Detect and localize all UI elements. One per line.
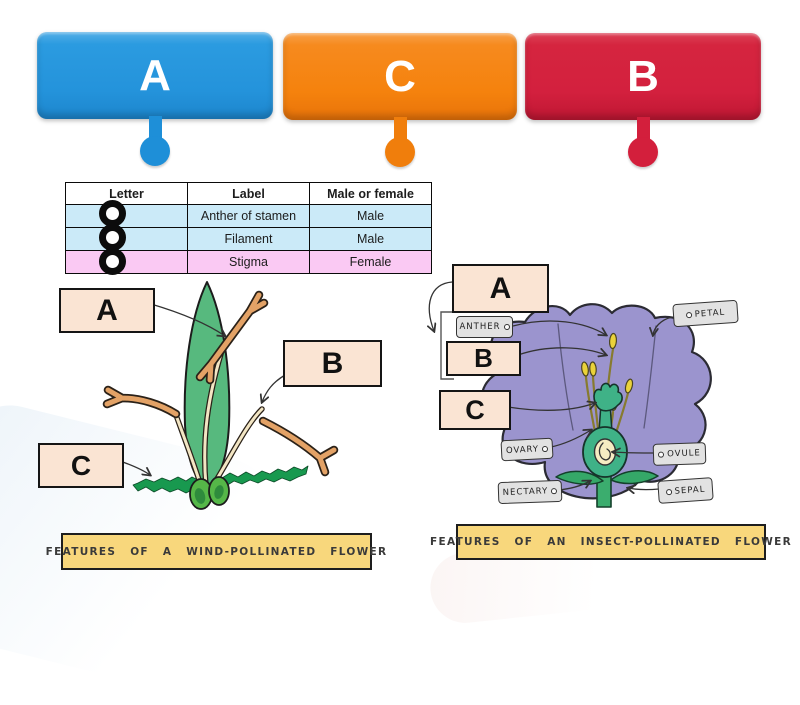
label-letter: C: [465, 394, 485, 425]
drop-zone-ring-2[interactable]: [99, 224, 126, 251]
column-header-letter: Letter: [65, 182, 188, 205]
tag-text: OVULE: [666, 448, 702, 460]
insect-flower-illustration: [480, 303, 712, 508]
tag-hole-icon: [685, 311, 692, 318]
insect-diagram-caption: FEATURES OF AN INSECT-POLLINATED FLOWER: [430, 524, 791, 560]
table-row: Stigma Female: [65, 250, 432, 274]
chip-letter: A: [139, 50, 171, 100]
chip-pin-stem: [636, 117, 650, 141]
label-letter: C: [70, 449, 92, 481]
table-header-row: Letter Label Male or female: [65, 182, 432, 205]
tag-text: SEPAL: [674, 484, 706, 497]
column-header-sex: Male or female: [309, 182, 432, 205]
chip-pin-stem: [393, 117, 407, 141]
letter-cell: [65, 204, 188, 228]
insect-flower-pointer-lines: [429, 281, 673, 490]
label-cell: Stigma: [187, 250, 310, 274]
answer-table: Letter Label Male or female Anther of st…: [65, 182, 432, 274]
wind-label-b: B: [283, 340, 382, 387]
column-header-label: Label: [187, 182, 310, 205]
insect-label-b: B: [446, 341, 521, 376]
label-cell: Filament: [187, 227, 310, 251]
label-cell: Anther of stamen: [187, 204, 310, 228]
drop-zone-ring-1[interactable]: [99, 200, 126, 227]
tag-ovary: OVARY: [500, 437, 554, 462]
sex-cell: Female: [309, 250, 432, 274]
tag-text: NECTARY: [502, 486, 549, 498]
sex-cell: Male: [309, 204, 432, 228]
wind-label-c: C: [38, 443, 124, 488]
tag-text: PETAL: [694, 307, 726, 320]
tag-hole-icon: [503, 324, 510, 330]
chip-pin-dot: [628, 137, 658, 167]
tag-petal: PETAL: [672, 299, 739, 328]
insect-label-c: C: [439, 390, 511, 430]
tag-hole-icon: [658, 451, 665, 458]
letter-cell: [65, 227, 188, 251]
tag-hole-icon: [551, 488, 558, 495]
insect-label-a: A: [452, 264, 549, 313]
label-letter: B: [321, 346, 344, 380]
chip-pin-stem: [148, 116, 162, 140]
caption-text: FEATURES OF A WIND-POLLINATED FLOWER: [45, 545, 388, 558]
tag-ovule: OVULE: [652, 442, 707, 466]
drag-chip-c[interactable]: C: [283, 33, 517, 167]
tag-text: OVARY: [505, 443, 540, 456]
table-row: Anther of stamen Male: [65, 204, 432, 228]
label-letter: B: [474, 343, 493, 373]
drag-chip-a[interactable]: A: [37, 32, 273, 166]
letter-cell: [65, 250, 188, 274]
drop-zone-ring-3[interactable]: [99, 248, 126, 275]
chip-letter: B: [627, 51, 659, 101]
caption-text: FEATURES OF AN INSECT-POLLINATED FLOWER: [430, 536, 792, 548]
tag-sepal: SEPAL: [657, 477, 714, 504]
tag-anther: ANTHER: [456, 316, 513, 338]
drag-chip-b[interactable]: B: [525, 33, 761, 167]
label-letter: A: [489, 271, 512, 305]
tag-hole-icon: [665, 488, 672, 495]
chip-pin-dot: [385, 137, 415, 167]
sex-cell: Male: [309, 227, 432, 251]
tag-text: ANTHER: [459, 322, 501, 332]
label-letter: A: [96, 293, 118, 327]
chip-pin-dot: [140, 136, 170, 166]
chip-letter: C: [384, 51, 416, 101]
wind-diagram-caption: FEATURES OF A WIND-POLLINATED FLOWER: [46, 533, 386, 570]
wind-label-a: A: [59, 288, 155, 333]
tag-nectary: NECTARY: [497, 479, 563, 505]
tag-hole-icon: [541, 445, 549, 452]
